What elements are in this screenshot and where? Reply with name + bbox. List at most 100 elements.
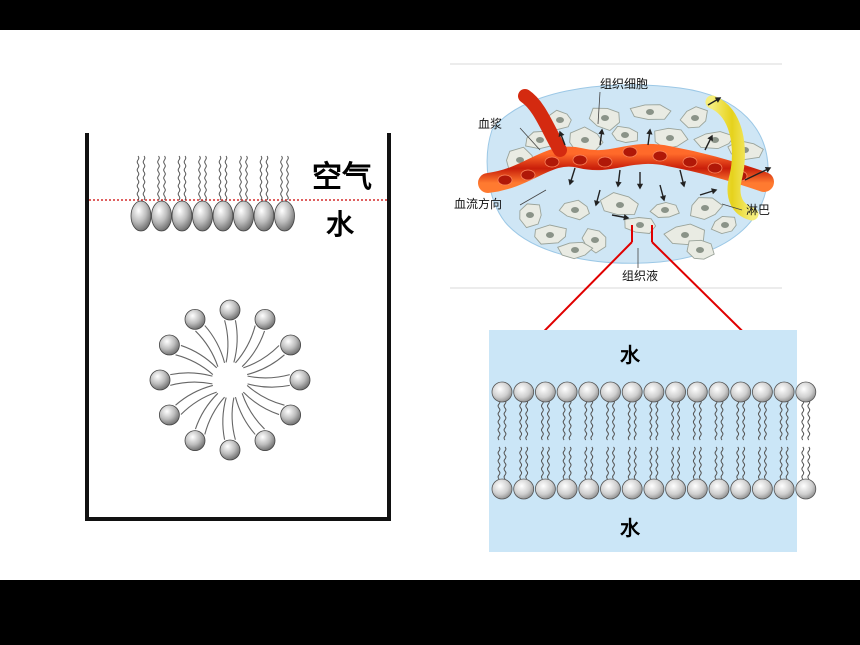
bilayer-tail [649, 446, 653, 480]
bilayer-tail [497, 399, 501, 441]
bilayer-tail [720, 446, 724, 480]
cell-nucleus [691, 115, 699, 121]
lipid-tail [280, 155, 283, 201]
lipid-tail [157, 155, 160, 201]
bilayer-diagram: 水 水 [489, 330, 817, 552]
bilayer-head-bottom [643, 478, 665, 500]
micelle [149, 299, 311, 461]
micelle-tail [243, 345, 280, 369]
bilayer-tail [807, 399, 811, 441]
cell-nucleus [581, 137, 589, 143]
bilayer-head-bottom [491, 478, 513, 500]
micelle-head [280, 334, 302, 356]
flow-arrow-head [623, 214, 630, 221]
bilayer-tail [627, 399, 631, 441]
micelle-tail [224, 320, 229, 363]
bilayer-tail [519, 399, 523, 441]
micelle-tail [241, 393, 265, 430]
bilayer-tail [736, 446, 740, 480]
bilayer-tail [590, 446, 594, 480]
lipid-tail [286, 155, 289, 201]
cell-nucleus [681, 232, 689, 238]
bilayer-head-bottom [795, 478, 817, 500]
bilayer-head-bottom [535, 478, 556, 500]
lipid-head [212, 200, 234, 232]
lipid-head [233, 200, 254, 232]
bilayer-head-top [621, 381, 643, 403]
bilayer-tail [655, 446, 659, 480]
lipid-tail [218, 155, 222, 201]
bilayer-tail [807, 446, 811, 480]
bilayer-tail [606, 446, 609, 480]
lipid-tail [265, 155, 269, 201]
cell-nucleus [571, 207, 579, 213]
cell-nucleus [696, 247, 704, 253]
cell-nucleus [616, 202, 624, 208]
flow-arrow-head [594, 200, 601, 207]
cell-nucleus [621, 132, 629, 138]
lipid-tail [204, 155, 207, 201]
bilayer-tail [525, 446, 529, 480]
cell-nucleus [601, 115, 609, 121]
micelle-head [158, 404, 180, 426]
phospholipid-monolayer [130, 155, 295, 232]
micelle-head [289, 369, 311, 391]
bilayer-tail [584, 446, 588, 480]
micelle-head [219, 439, 241, 461]
bilayer-tail [779, 446, 783, 480]
bilayer-tail [742, 399, 746, 441]
micelle-tail [246, 385, 285, 406]
water-label-beaker: 水 [326, 208, 355, 241]
micelle-tail [234, 397, 256, 435]
leader-lymph [721, 203, 743, 211]
bilayer-tail [692, 399, 696, 441]
red-blood-cell [597, 156, 613, 168]
bilayer-head-bottom [621, 478, 643, 500]
bilayer-tail [541, 399, 544, 441]
micelle-tail [231, 397, 236, 440]
tissue-cells-group [506, 104, 764, 260]
micelle-head [254, 308, 276, 330]
micelle-head [184, 430, 206, 452]
flow-arrow-head [711, 188, 718, 195]
water-label-bottom: 水 [620, 516, 641, 540]
bilayer-tail [692, 446, 696, 480]
micelle-head [254, 430, 276, 452]
bilayer-head-top [491, 381, 513, 403]
bilayer-head-top [686, 381, 708, 403]
leader-plasma [519, 127, 541, 151]
bilayer-head-bottom [773, 478, 795, 500]
red-blood-cell [572, 154, 588, 166]
flow-arrow-head [646, 128, 653, 135]
bilayer-head-top [730, 381, 752, 403]
bilayer-tail [541, 446, 544, 480]
micelle-tail [222, 397, 227, 440]
micelle-tail [195, 330, 219, 367]
bilayer-tail [779, 399, 783, 441]
bilayer-head-bottom [708, 478, 730, 500]
bilayer-head-top [708, 381, 730, 403]
lymph-vessel [705, 95, 759, 221]
cell-nucleus [666, 135, 674, 141]
cell-nucleus [661, 207, 669, 213]
bilayer-head-bottom [752, 478, 773, 500]
label-tissue-fluid: 组织液 [622, 268, 658, 283]
leader-tissue-cells [597, 91, 601, 125]
micelle-head [280, 404, 302, 426]
lipid-head [253, 200, 275, 232]
lipid-tail [239, 155, 242, 201]
cell-nucleus [591, 237, 599, 243]
label-plasma: 血浆 [478, 116, 502, 131]
bilayer-tail [606, 399, 609, 441]
micelle-tail [194, 392, 219, 430]
bilayer-tail [568, 446, 572, 480]
bilayer-tail [584, 399, 588, 441]
flow-arrow-head [598, 128, 605, 135]
micelle-tail [175, 384, 213, 406]
red-blood-cell [520, 169, 536, 181]
beaker-outline [85, 133, 391, 521]
bilayer-head-top [578, 381, 600, 403]
bilayer-tail [633, 399, 637, 441]
label-blood-flow: 血流方向 [454, 196, 502, 211]
